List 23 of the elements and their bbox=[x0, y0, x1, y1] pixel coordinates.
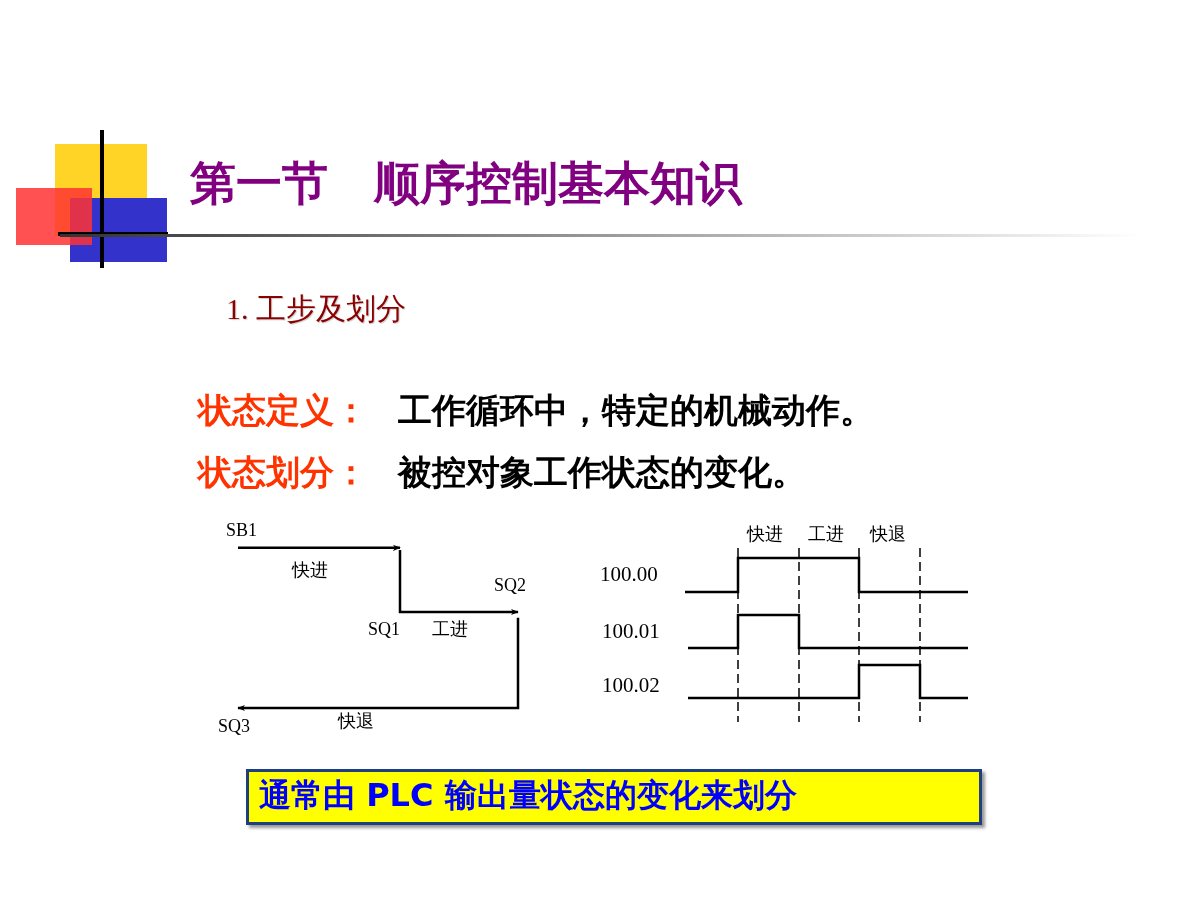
sensor-label: SQ1 bbox=[368, 620, 400, 640]
sensor-label: SQ2 bbox=[494, 576, 526, 596]
definition-text: 工作循环中，特定的机械动作。 bbox=[398, 392, 874, 430]
section-heading: 1. 工步及划分 bbox=[226, 292, 406, 325]
signal-label: 100.02 bbox=[602, 674, 660, 698]
signal-label: 100.01 bbox=[602, 620, 660, 644]
sensor-label: SB1 bbox=[226, 521, 258, 541]
slide-title: 第一节 顺序控制基本知识 bbox=[190, 158, 742, 209]
term-label: 状态定义： bbox=[198, 392, 368, 430]
arrow bbox=[238, 544, 401, 551]
phase-label: 快退 bbox=[870, 524, 906, 544]
term-label: 状态划分： bbox=[198, 454, 368, 492]
edge-label: 快退 bbox=[338, 711, 374, 731]
sensor-label: SQ3 bbox=[218, 717, 250, 737]
signal-label: 100.00 bbox=[600, 563, 658, 587]
definition-text: 被控对象工作状态的变化。 bbox=[398, 454, 806, 492]
note-box: 通常由 PLC 输出量状态的变化来划分 bbox=[246, 769, 982, 825]
phase-label: 工进 bbox=[808, 524, 844, 544]
phase-label: 快进 bbox=[747, 524, 783, 544]
edge-label: 工进 bbox=[432, 619, 468, 639]
arrow bbox=[398, 550, 519, 616]
arrow bbox=[237, 617, 520, 712]
edge-label: 快进 bbox=[292, 560, 328, 580]
